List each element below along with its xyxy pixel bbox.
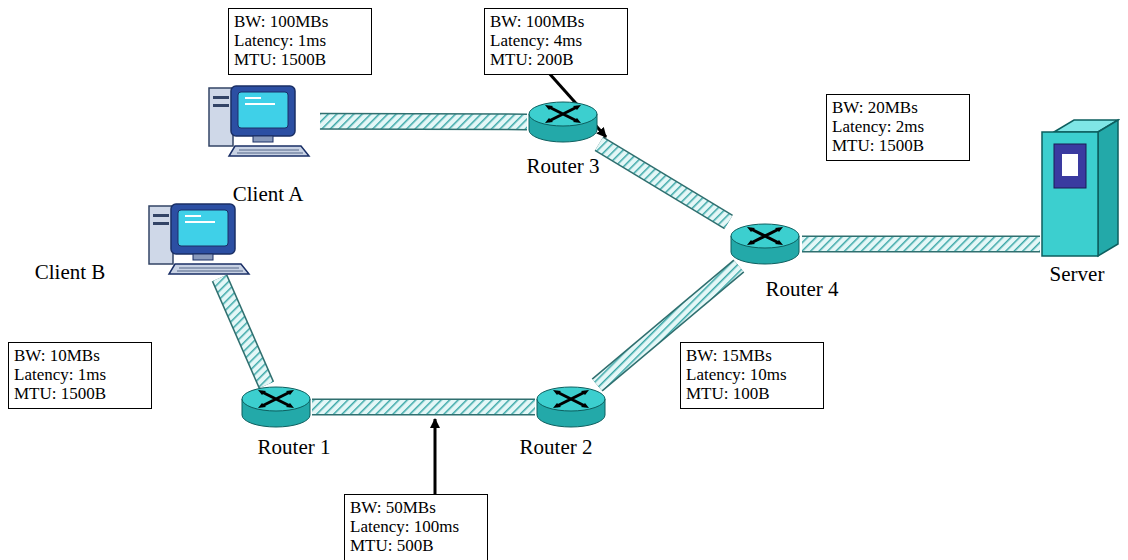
network-link: [220, 278, 267, 385]
link-hatch: [599, 144, 729, 222]
router: Router 3: [527, 100, 599, 144]
server-icon: [1040, 118, 1120, 258]
device-label: Router 1: [244, 435, 344, 459]
router: Router 1: [240, 385, 312, 429]
link-spec-box: BW: 15MBsLatency: 10msMTU: 100B: [680, 342, 824, 409]
link-spec-text: Latency: 2ms: [832, 117, 964, 136]
link-spec-box: BW: 20MBsLatency: 2msMTU: 1500B: [826, 94, 970, 161]
link-spec-text: Latency: 100ms: [350, 517, 482, 536]
network-link: [312, 407, 535, 408]
router-icon: [240, 385, 312, 429]
device-label: Router 4: [752, 277, 852, 301]
link-spec-text: MTU: 100B: [686, 384, 818, 403]
link-outline: [802, 236, 1040, 253]
network-link: [320, 121, 527, 123]
link-outline: [320, 113, 527, 131]
link-hatch: [320, 114, 527, 129]
link-spec-text: Latency: 10ms: [686, 365, 818, 384]
link-spec-text: BW: 100MBs: [234, 12, 366, 31]
router-icon: [728, 222, 802, 266]
link-outline: [312, 399, 535, 416]
link-spec-box: BW: 100MBsLatency: 1msMTU: 1500B: [228, 8, 372, 75]
client-computer: Client A: [205, 82, 320, 160]
server: Server: [1040, 118, 1120, 258]
network-link: [802, 244, 1040, 245]
link-spec-text: MTU: 1500B: [832, 136, 964, 155]
link-spec-text: MTU: 1500B: [234, 50, 366, 69]
device-label: Router 3: [513, 154, 613, 178]
link-spec-text: BW: 10MBs: [14, 346, 146, 365]
device-label: Client B: [15, 260, 125, 284]
link-hatch: [802, 237, 1040, 251]
link-spec-text: BW: 15MBs: [686, 346, 818, 365]
link-spec-box: BW: 50MBsLatency: 100msMTU: 500B: [344, 494, 488, 560]
link-hatch: [220, 278, 267, 385]
client-computer: Client B: [145, 200, 260, 278]
link-spec-text: BW: 50MBs: [350, 498, 482, 517]
link-spec-text: MTU: 500B: [350, 536, 482, 555]
device-label: Server: [1032, 262, 1122, 286]
link-outline: [599, 144, 729, 222]
link-spec-text: Latency: 1ms: [234, 31, 366, 50]
link-spec-box: BW: 10MBsLatency: 1msMTU: 1500B: [8, 342, 152, 409]
link-spec-text: BW: 20MBs: [832, 98, 964, 117]
router: Router 2: [535, 385, 607, 429]
router: Router 4: [728, 222, 802, 266]
pointer-arrow: [434, 419, 437, 494]
router-icon: [527, 100, 599, 144]
device-label: Router 2: [506, 435, 606, 459]
device-label: Client A: [213, 182, 323, 206]
link-spec-text: Latency: 1ms: [14, 365, 146, 384]
link-outline: [220, 278, 267, 385]
computer-icon: [145, 200, 260, 278]
link-hatch: [312, 400, 535, 414]
computer-icon: [205, 82, 320, 160]
link-spec-text: MTU: 1500B: [14, 384, 146, 403]
link-spec-text: Latency: 4ms: [490, 31, 622, 50]
link-spec-text: BW: 100MBs: [490, 12, 622, 31]
link-spec-box: BW: 100MBsLatency: 4msMTU: 200B: [484, 8, 628, 75]
link-spec-text: MTU: 200B: [490, 50, 622, 69]
network-link: [599, 144, 729, 222]
router-icon: [535, 385, 607, 429]
